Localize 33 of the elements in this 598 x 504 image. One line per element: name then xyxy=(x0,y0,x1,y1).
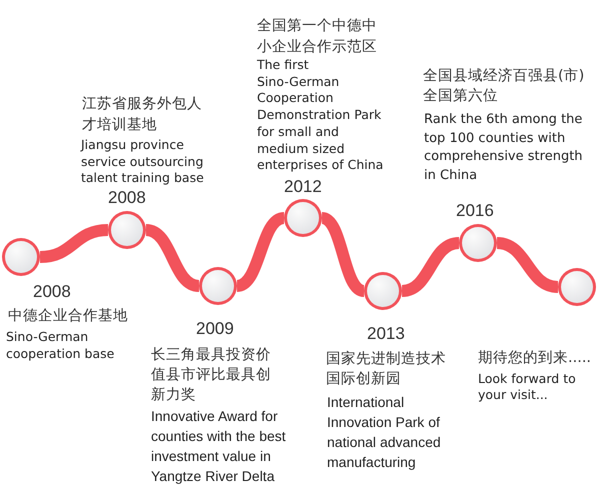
milestone-description: The first Sino-German Cooperation Demonstration Park for small and medium sized enterprises of China xyxy=(257,57,384,174)
milestone-title: 江苏省服务外包人才培训基地 xyxy=(82,95,203,135)
timeline-circle xyxy=(364,272,402,310)
timeline-circle xyxy=(199,267,237,305)
year-label: 2016 xyxy=(456,201,494,221)
timeline-circle xyxy=(459,224,497,262)
milestone-title: 全国第一个中德中小企业合作示范区 xyxy=(257,17,378,57)
milestone-title: 中德企业合作基地 xyxy=(8,307,129,326)
milestone-description: Jiangsu province service outsourcing talent training base xyxy=(81,137,205,188)
year-label: 2012 xyxy=(284,177,322,197)
year-label: 2013 xyxy=(367,324,405,344)
milestone-title: 全国县域经济百强县(市)全国第六位 xyxy=(423,66,585,106)
milestone-description: Innovative Award for counties with the best investment value in Yangtze River Delta xyxy=(151,407,287,486)
timeline-band xyxy=(401,237,460,297)
milestone-title: 国家先进制造技术国际创新园 xyxy=(326,350,447,389)
timeline-circle xyxy=(558,268,596,306)
timeline-circle xyxy=(284,199,322,237)
milestone-title: 期待您的到来..... xyxy=(478,349,592,368)
timeline-band xyxy=(40,224,108,263)
year-label: 2009 xyxy=(196,319,234,339)
milestone-description: Sino-German cooperation base xyxy=(6,329,116,362)
timeline-band xyxy=(320,212,366,297)
timeline-circle xyxy=(108,211,146,249)
year-label: 2008 xyxy=(33,282,71,302)
timeline-band xyxy=(236,212,286,292)
timeline-band xyxy=(496,237,559,293)
milestone-description: International Innovation Park of national advanced manufacturing xyxy=(327,393,442,472)
milestone-description: Rank the 6th among the top 100 counties with comprehensive strength in China xyxy=(424,111,584,186)
timeline-band xyxy=(144,224,200,292)
milestone-description: Look forward to your visit... xyxy=(478,371,577,403)
year-label: 2008 xyxy=(108,188,146,208)
timeline-circle xyxy=(2,238,40,276)
milestone-title: 长三角最具投资价值县市评比最具创新力奖 xyxy=(151,346,272,405)
